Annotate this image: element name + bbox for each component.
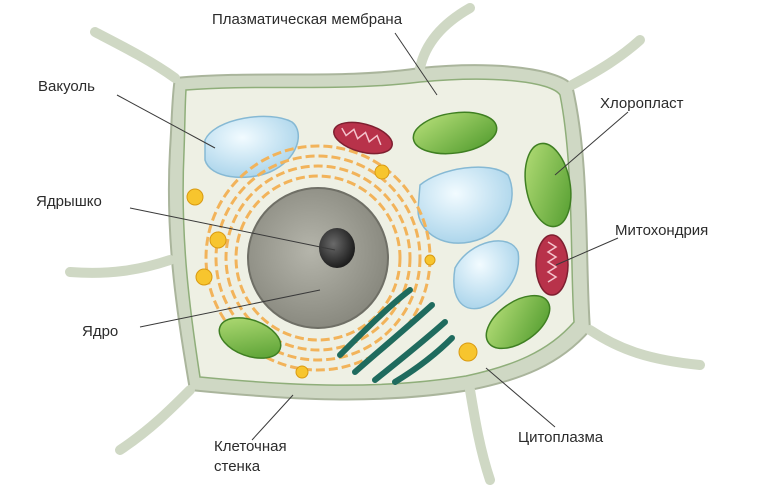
- leader-lines: [116, 32, 629, 441]
- vesicles: [186, 164, 478, 379]
- nucleolus: [319, 228, 355, 268]
- endoplasmic-reticulum: [204, 144, 432, 372]
- label-vacuole: Вакуоль: [38, 78, 95, 95]
- label-cytoplasm: Цитоплазма: [518, 429, 604, 446]
- label-cell-wall-line2: стенка: [214, 458, 261, 475]
- label-nucleolus: Ядрышко: [36, 193, 102, 210]
- vacuole-1: [204, 115, 300, 179]
- chloroplast-1: [412, 111, 498, 155]
- label-plasma-membrane: Плазматическая мембрана: [212, 11, 403, 28]
- chloroplast-4: [485, 294, 551, 350]
- label-cell-wall: Клеточная стенка: [214, 437, 324, 477]
- cell-wall-extensions: [65, 3, 705, 485]
- mitochondria-1: [333, 121, 393, 155]
- label-nucleus: Ядро: [82, 323, 119, 340]
- label-mitochondria: Митохондрия: [615, 222, 709, 239]
- vacuole-3: [453, 240, 520, 310]
- label-chloroplast: Хлоропласт: [600, 95, 684, 112]
- chloroplast-2: [524, 142, 572, 228]
- chloroplast-3: [218, 317, 282, 359]
- smooth-er: [337, 287, 455, 385]
- nucleus: [247, 187, 389, 329]
- mitochondria-2: [535, 234, 569, 296]
- vacuole-2: [417, 166, 513, 244]
- label-cell-wall-line1: Клеточная: [214, 438, 287, 455]
